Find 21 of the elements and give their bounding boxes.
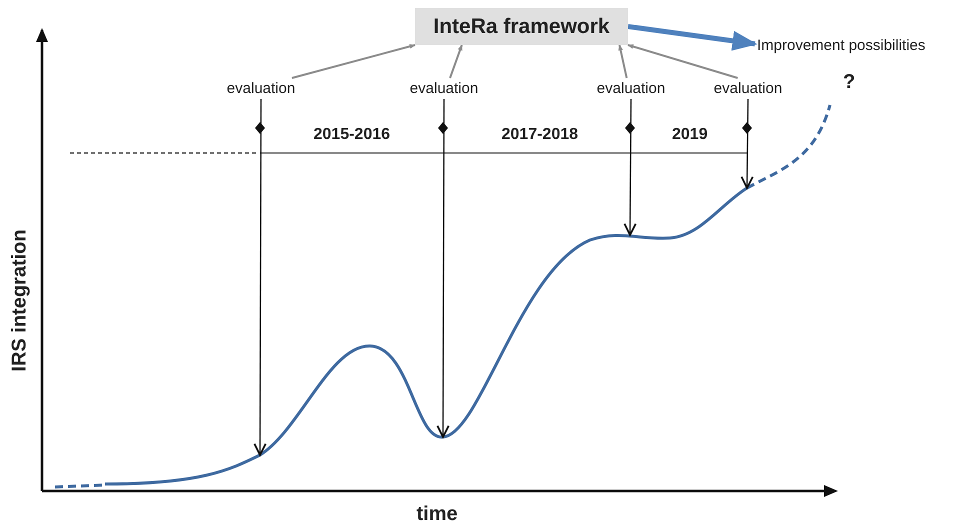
question-mark: ? (843, 70, 856, 94)
axis-title: IRS integration (8, 228, 32, 372)
evaluation-label: evaluation (588, 78, 674, 99)
arrow (627, 44, 738, 79)
period-label: 2019 (672, 126, 708, 144)
arrow (618, 44, 628, 78)
period-label: 2017-2018 (502, 126, 578, 144)
evaluation-label: evaluation (705, 78, 791, 99)
axis-title: time (416, 502, 458, 526)
period-label: 2015-2016 (314, 126, 390, 144)
arrow (436, 99, 450, 438)
arrow (254, 99, 267, 456)
arrow (449, 44, 463, 78)
arrow (628, 24, 758, 51)
arrow (740, 99, 754, 189)
framework-box: InteRa framework (415, 8, 628, 45)
outcome-label: Improvement possibilities (757, 34, 962, 56)
evaluation-label: evaluation (218, 78, 304, 99)
evaluation-label: evaluation (401, 78, 487, 99)
arrow (292, 44, 416, 79)
arrow (624, 99, 637, 236)
